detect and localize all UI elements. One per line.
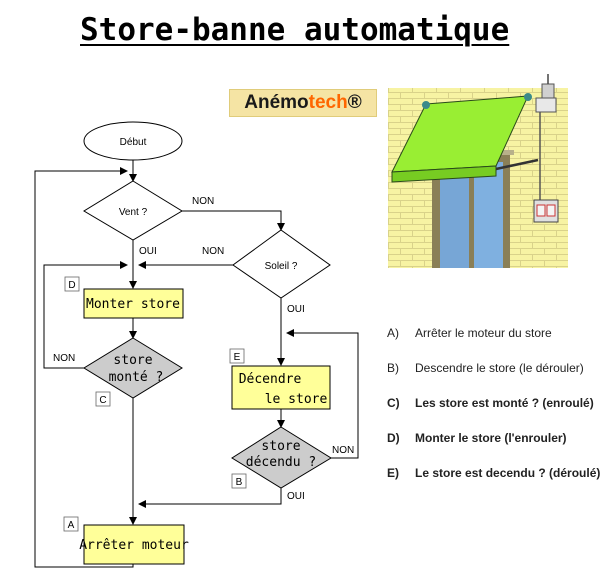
raised-check-label-1: store bbox=[113, 353, 152, 368]
switch-up-button bbox=[536, 204, 546, 217]
raise-store-label: Monter store bbox=[86, 297, 180, 312]
raised-check-decision bbox=[83, 337, 183, 399]
lowered-check-decision bbox=[231, 426, 332, 489]
legend-key: B) bbox=[387, 361, 399, 375]
edge-label-raised-non: NON bbox=[53, 353, 75, 364]
sensor-box bbox=[535, 97, 557, 113]
legend-key: E) bbox=[387, 466, 399, 480]
legend-text: Monter le store (l'enrouler) bbox=[415, 431, 567, 445]
edge-label-lowered-non: NON bbox=[332, 445, 354, 456]
edge-label-wind-non: NON bbox=[192, 196, 214, 207]
edge-lowered-oui bbox=[138, 488, 282, 508]
edge-label-lowered-oui: OUI bbox=[287, 491, 305, 502]
wind-decision-label: Vent ? bbox=[119, 207, 148, 218]
legend-text: Arrêter le moteur du store bbox=[415, 326, 552, 340]
wind-decision bbox=[83, 180, 183, 241]
flowchart: Début Vent ? Soleil ? Monter store store… bbox=[34, 121, 359, 568]
edge-stop-loop bbox=[34, 167, 134, 568]
switch-down-button bbox=[546, 204, 556, 217]
edge-label-wind-oui: OUI bbox=[139, 246, 157, 257]
edge-label-sun-oui: OUI bbox=[287, 304, 305, 315]
brand-part-2: tech bbox=[308, 92, 348, 113]
tag-d: D bbox=[68, 280, 75, 291]
start-label: Début bbox=[120, 137, 147, 148]
edge-label-sun-non: NON bbox=[202, 246, 224, 257]
edge-lowered-non bbox=[286, 329, 359, 459]
brand-part-3: ® bbox=[347, 92, 362, 113]
tag-c-box bbox=[95, 391, 111, 407]
edge-wind-non bbox=[182, 210, 285, 231]
stop-motor-label: Arrêter moteur bbox=[79, 538, 189, 553]
legend-key: C) bbox=[387, 396, 400, 410]
lower-store-label-1: Décendre bbox=[239, 372, 302, 387]
sun-decision-label: Soleil ? bbox=[265, 261, 298, 272]
lower-store-label-2: le store bbox=[265, 392, 328, 407]
legend-item-c: C) Les store est monté ? (enroulé) bbox=[387, 396, 594, 410]
tag-d-box bbox=[64, 276, 80, 292]
raise-store-box bbox=[83, 288, 184, 319]
raised-check-label-2: monté ? bbox=[109, 370, 164, 385]
legend-item-b: B) Descendre le store (le dérouler) bbox=[387, 361, 584, 375]
legend-key: A) bbox=[387, 326, 399, 340]
edge-raised-non bbox=[43, 261, 128, 369]
tag-e-box bbox=[229, 348, 245, 364]
stop-motor-box bbox=[83, 524, 185, 565]
legend-text: Le store est decendu ? (déroulé) bbox=[415, 466, 601, 480]
sun-decision bbox=[232, 229, 331, 299]
window-glass-left bbox=[440, 162, 469, 268]
tag-a: A bbox=[68, 520, 75, 531]
tag-a-box bbox=[63, 516, 79, 532]
tag-b-box bbox=[231, 473, 247, 489]
legend-text: Descendre le store (le dérouler) bbox=[415, 361, 584, 375]
flow-connectors bbox=[34, 160, 359, 568]
legend-item-e: E) Le store est decendu ? (déroulé) bbox=[387, 466, 600, 480]
awning-roller-left bbox=[422, 101, 430, 109]
start-terminal bbox=[83, 121, 183, 161]
awning-illustration bbox=[388, 74, 568, 268]
window-glass-right bbox=[474, 162, 503, 268]
anemometer-body bbox=[541, 83, 555, 99]
awning-roller-right bbox=[524, 93, 532, 101]
awning-valance bbox=[391, 165, 497, 183]
brand-part-1: Anémo bbox=[244, 92, 309, 113]
tag-e: E bbox=[234, 352, 241, 363]
page-title: Store-banne automatique bbox=[80, 12, 510, 48]
legend-item-a: A) Arrêter le moteur du store bbox=[387, 326, 552, 340]
legend-item-d: D) Monter le store (l'enrouler) bbox=[387, 431, 567, 445]
legend-text: Les store est monté ? (enroulé) bbox=[415, 396, 594, 410]
tag-c: C bbox=[99, 395, 106, 406]
awning-arm bbox=[495, 158, 539, 171]
lowered-check-label-2: décendu ? bbox=[246, 455, 316, 470]
lowered-check-label-1: store bbox=[261, 439, 300, 454]
legend-key: D) bbox=[387, 431, 400, 445]
lower-store-box bbox=[231, 365, 331, 410]
tag-b: B bbox=[236, 477, 243, 488]
